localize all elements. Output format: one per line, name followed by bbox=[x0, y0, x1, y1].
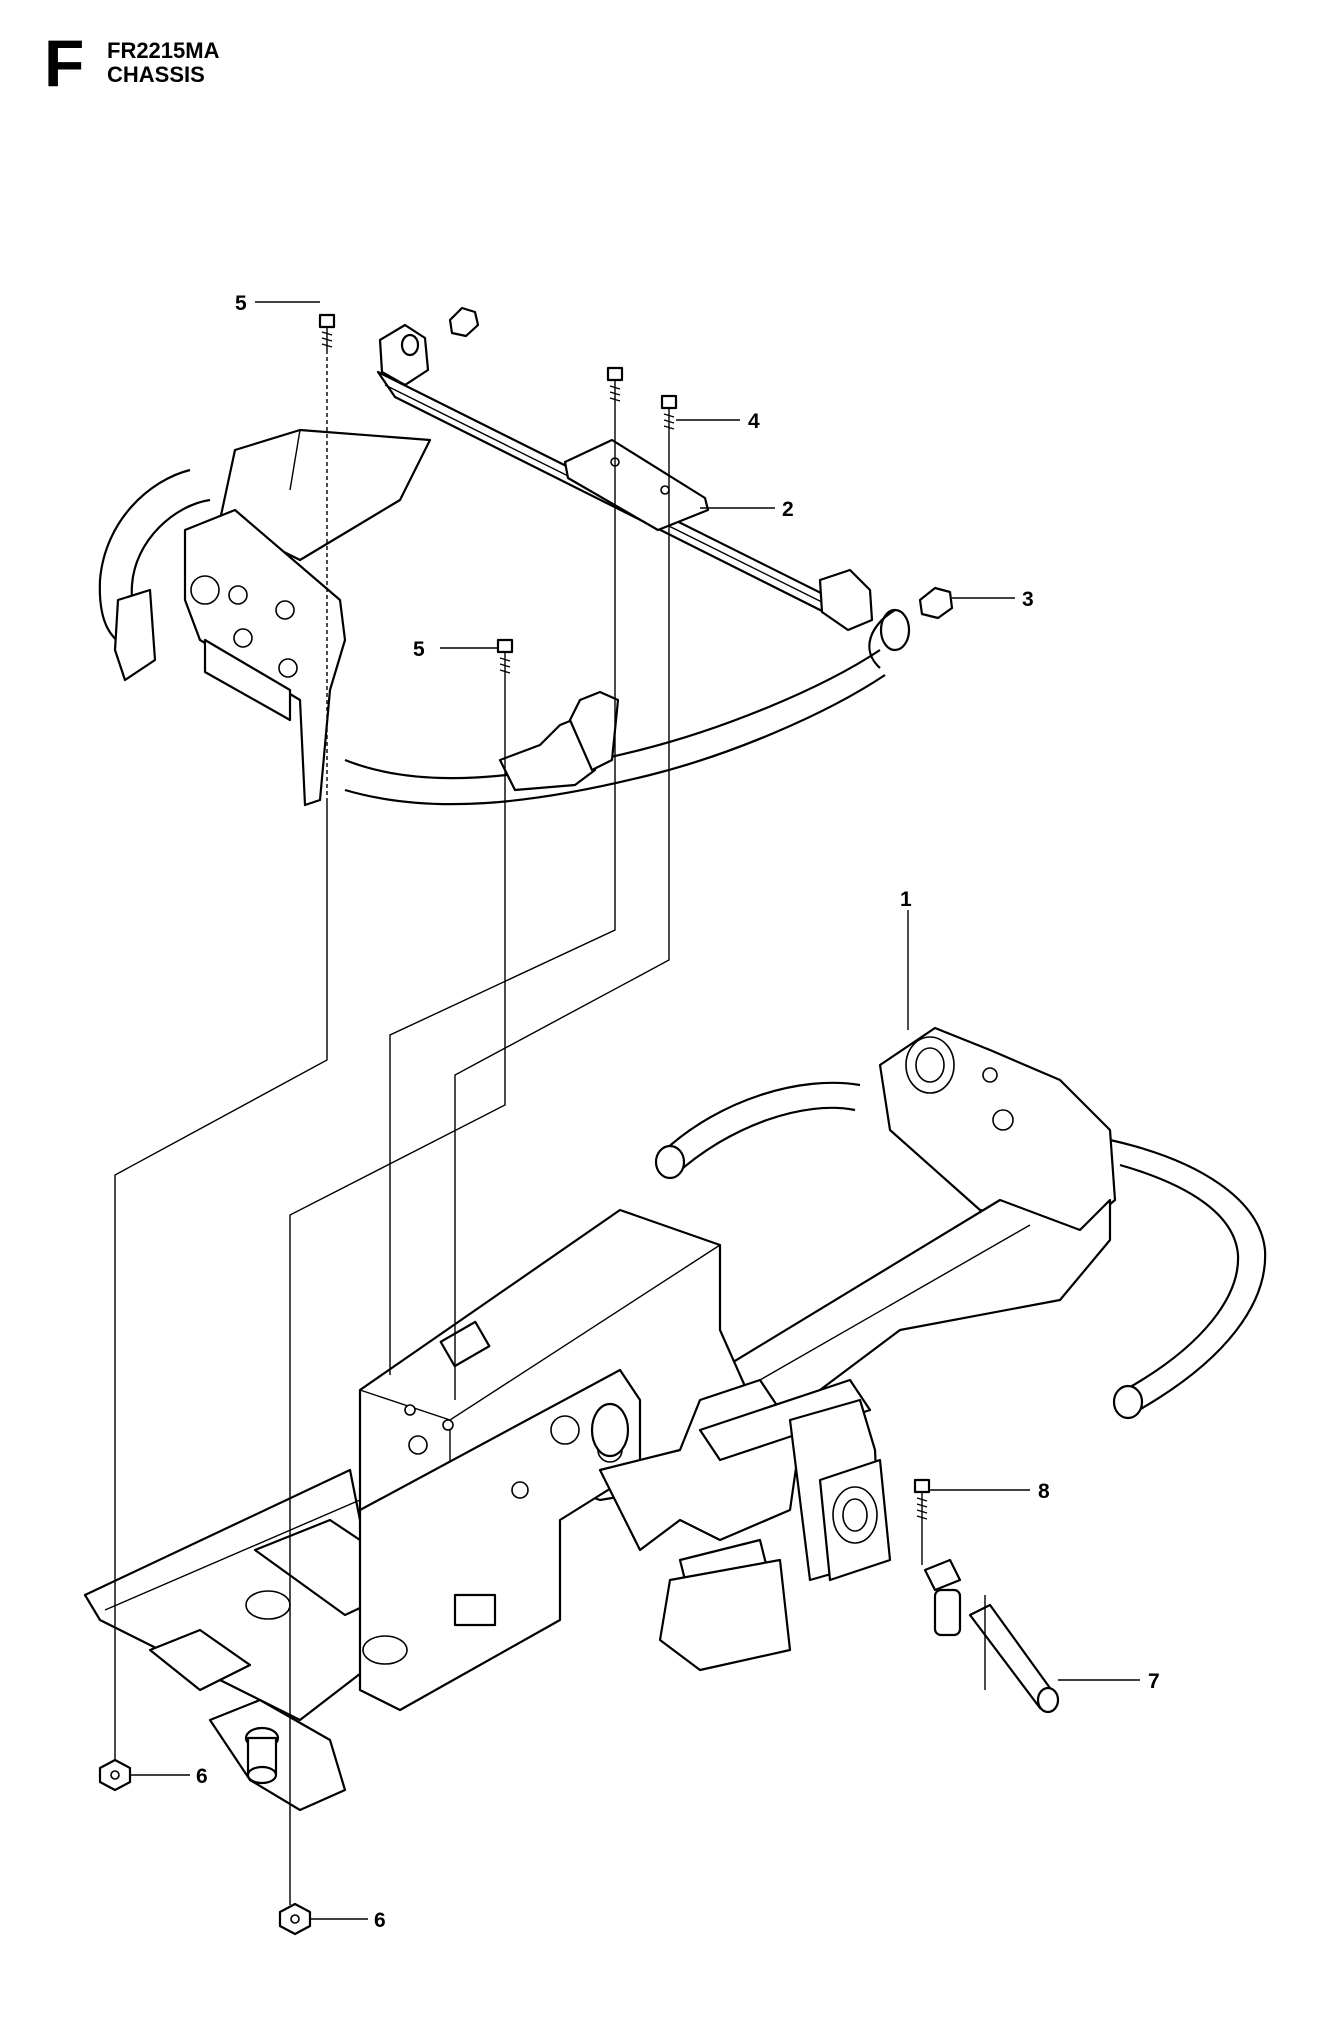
callout-6-left: 6 bbox=[196, 1765, 208, 1788]
callout-2: 2 bbox=[782, 498, 794, 521]
nut-lower-left bbox=[98, 1758, 132, 1792]
bolt-seat-left bbox=[606, 366, 624, 410]
callout-7: 7 bbox=[1148, 1670, 1160, 1693]
callout-numbers: 5 4 2 3 5 1 8 7 6 6 bbox=[196, 292, 1160, 1932]
callout-1: 1 bbox=[900, 888, 912, 911]
nut-bottom bbox=[278, 1902, 312, 1936]
bolt-mid bbox=[496, 638, 514, 678]
callout-3: 3 bbox=[1022, 588, 1034, 611]
model-code: FR2215MA bbox=[107, 38, 220, 63]
callout-6-bottom: 6 bbox=[374, 1909, 386, 1932]
callout-4: 4 bbox=[748, 410, 760, 433]
bumper-right bbox=[918, 586, 954, 620]
callout-5-top: 5 bbox=[235, 292, 247, 315]
callout-8: 8 bbox=[1038, 1480, 1050, 1503]
bumper-top bbox=[448, 306, 480, 338]
main-chassis bbox=[83, 1026, 1267, 1812]
bolt-top-left bbox=[318, 313, 336, 350]
section-letter: F bbox=[44, 26, 85, 100]
section-title: CHASSIS bbox=[107, 62, 205, 87]
callout-5-mid: 5 bbox=[413, 638, 425, 661]
assembly-lines bbox=[114, 350, 986, 1905]
callout-leaders bbox=[130, 301, 1140, 1920]
bolt-seat-right bbox=[660, 394, 678, 436]
seat-frame-assembly bbox=[98, 306, 954, 807]
